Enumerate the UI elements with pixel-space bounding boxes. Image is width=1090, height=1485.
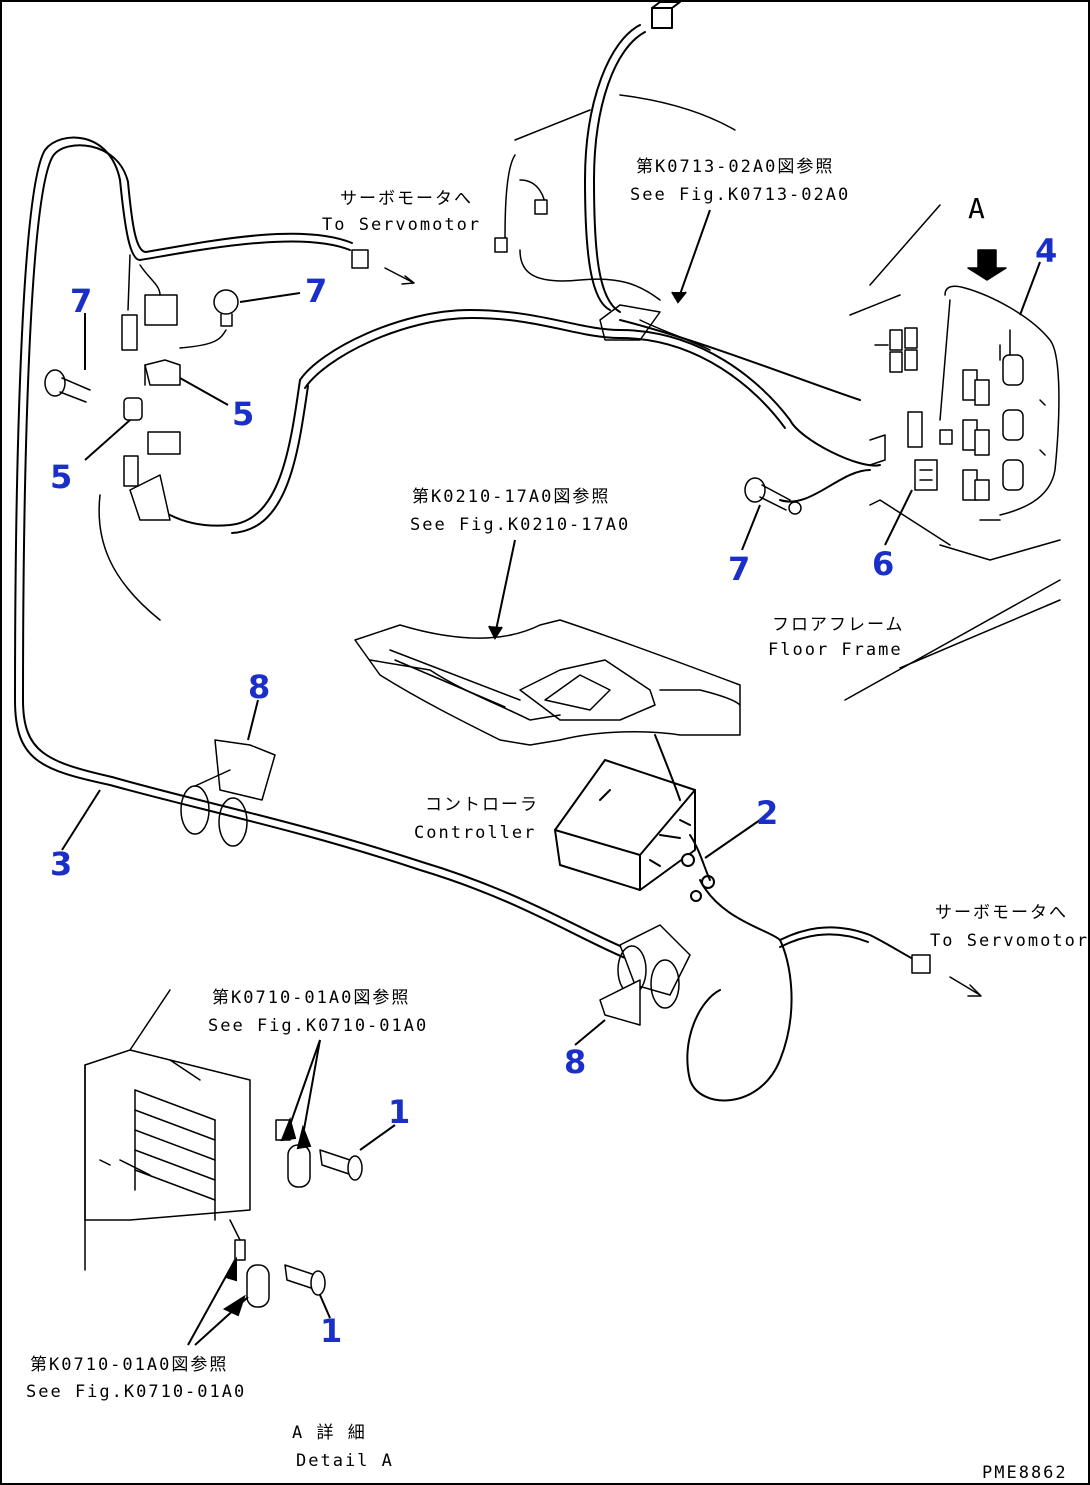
servo-connector-right [911,954,982,997]
floor-frame-en: Floor Frame [768,640,903,660]
callout-2: 2 [756,794,778,832]
servo-top-en: To Servomotor [322,215,481,235]
callout-8-upper: 8 [248,668,270,706]
drawing-code: PME8862 [982,1463,1068,1483]
controller-en: Controller [414,823,536,843]
detail-a-jp: A 詳 細 [292,1423,367,1443]
clip-8-upper [180,739,276,847]
main-harness [14,24,916,1102]
callout-5-lower: 5 [50,458,72,496]
fig-k0713-jp: 第K0713-02A0図参照 [636,157,834,177]
cab-floor [354,619,741,746]
callout-7-upper: 7 [305,272,327,310]
callout-1-lower: 1 [320,1312,342,1350]
detail-a-view [84,989,363,1308]
leader-lines [61,209,1041,1346]
fig-k0710-top-en: See Fig.K0710-01A0 [208,1016,428,1036]
fig-k0710-bottom-en: See Fig.K0710-01A0 [26,1382,246,1402]
detail-a-en: Detail A [296,1451,394,1471]
callout-4: 4 [1035,232,1057,270]
fig-k0713-en: See Fig.K0713-02A0 [630,185,850,205]
servo-right-jp: サーボモータへ [935,903,1068,923]
top-connector [651,1,681,29]
servo-connector-top [351,249,415,285]
clip-8-lower [599,924,691,1026]
relay-box [144,294,178,326]
callout-3: 3 [50,845,72,883]
floor-frame-jp: フロアフレーム [772,615,905,635]
callout-1-upper: 1 [388,1093,410,1131]
left-top-components [44,254,239,621]
controller-jp: コントローラ [425,795,539,815]
fig-k0710-top-jp: 第K0710-01A0図参照 [212,988,410,1008]
controller-box [554,734,715,902]
servo-right-en: To Servomotor [930,931,1089,951]
servo-top-jp: サーボモータへ [340,189,473,209]
fig-k0210-en: See Fig.K0210-17A0 [410,515,630,535]
upper-harness-detail [494,94,941,351]
callout-7-left: 7 [70,282,92,320]
right-components [744,249,1061,701]
callout-6: 6 [872,545,894,583]
view-arrow-label: A [968,192,985,225]
fig-k0710-bottom-jp: 第K0710-01A0図参照 [30,1355,228,1375]
connector-vertical [121,314,138,351]
fig-k0210-jp: 第K0210-17A0図参照 [412,487,610,507]
callout-5-upper: 5 [232,395,254,433]
callout-8-lower: 8 [564,1043,586,1081]
callout-7-right: 7 [728,550,750,588]
